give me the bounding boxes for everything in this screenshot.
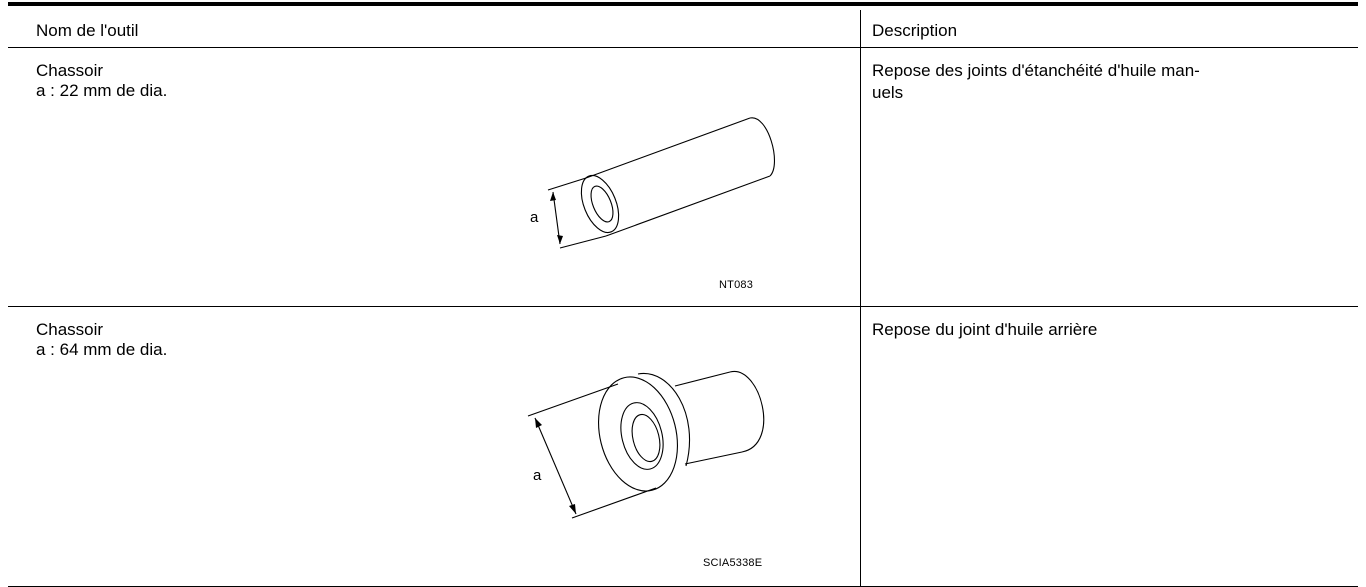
tool-name-cell: Chassoir a : 22 mm de dia.: [8, 47, 861, 307]
flanged-drift-icon: a: [527, 371, 765, 519]
tool-description-cell: Repose du joint d'huile arrière: [860, 306, 1358, 587]
tube-drift-icon: a: [530, 117, 775, 249]
tool-description-cell: Repose des joints d'étanchéité d'huile m…: [860, 47, 1358, 307]
table-row: Chassoir a : 64 mm de dia.: [8, 306, 1358, 587]
header-description-label: Description: [872, 21, 958, 40]
table-header-row: Nom de l'outil Description: [8, 10, 1358, 48]
table-row: Chassoir a : 22 mm de dia.: [8, 47, 1358, 307]
tool-dimension: a : 64 mm de dia.: [36, 340, 168, 359]
tool-dimension: a : 22 mm de dia.: [36, 81, 168, 100]
figure-code: NT083: [719, 279, 754, 291]
tool-description: Repose des joints d'étanchéité d'huile m…: [872, 61, 1200, 102]
tool-description: Repose du joint d'huile arrière: [872, 320, 1098, 339]
special-tools-table: Nom de l'outil Description Chassoir a : …: [8, 10, 1358, 587]
header-cell-tool-name: Nom de l'outil: [8, 10, 861, 48]
figure-code: SCIA5338E: [703, 557, 763, 569]
top-rule: [8, 2, 1358, 6]
header-tool-name-label: Nom de l'outil: [36, 21, 139, 40]
tool-name-cell: Chassoir a : 64 mm de dia.: [8, 306, 861, 587]
tool-name: Chassoir: [36, 320, 104, 339]
tool-name: Chassoir: [36, 61, 104, 80]
dimension-label: a: [533, 467, 542, 484]
dimension-label: a: [530, 209, 539, 226]
header-cell-description: Description: [860, 10, 1358, 48]
